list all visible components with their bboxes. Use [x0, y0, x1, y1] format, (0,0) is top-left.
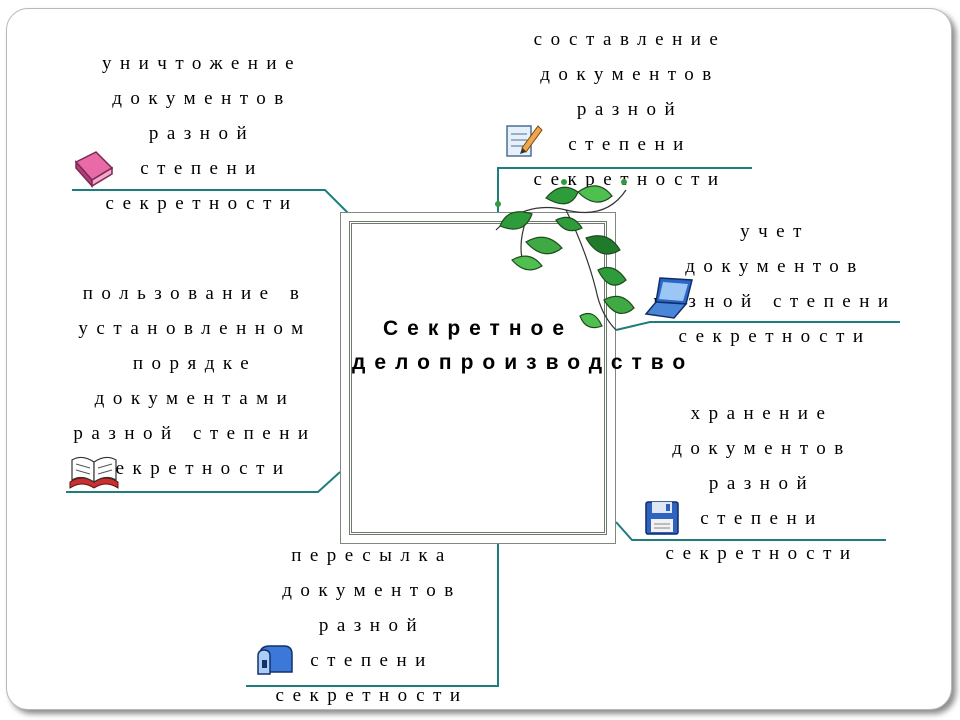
- connector-accounting: [615, 321, 900, 331]
- mailbox-icon: [257, 645, 293, 675]
- open-book-icon: [69, 456, 119, 489]
- notepad-pencil-icon: [506, 125, 543, 157]
- label-composition: составление документов разной степени се…: [533, 29, 727, 190]
- label-usage: пользование в установленном порядке доку…: [73, 283, 317, 479]
- center-title: Секретное делопроизводство: [352, 317, 695, 374]
- connector-storage: [615, 521, 886, 541]
- laptop-icon: [644, 277, 693, 319]
- label-destruction: уничтожение документов разной степени се…: [101, 53, 303, 214]
- center-box: [340, 212, 616, 544]
- eraser-icon: [74, 151, 114, 188]
- floppy-disk-icon: [645, 501, 679, 535]
- center-inner-frame: [349, 221, 607, 535]
- connector-usage: [66, 471, 341, 493]
- connector-destruction: [72, 189, 349, 214]
- connector-forwarding: [246, 542, 499, 687]
- connector-composition: [497, 167, 752, 212]
- ivy-plant-icon: [495, 179, 635, 331]
- label-storage: хранение документов разной степени секре…: [665, 403, 859, 564]
- label-forwarding: пересылка документов разной степени секр…: [275, 545, 469, 706]
